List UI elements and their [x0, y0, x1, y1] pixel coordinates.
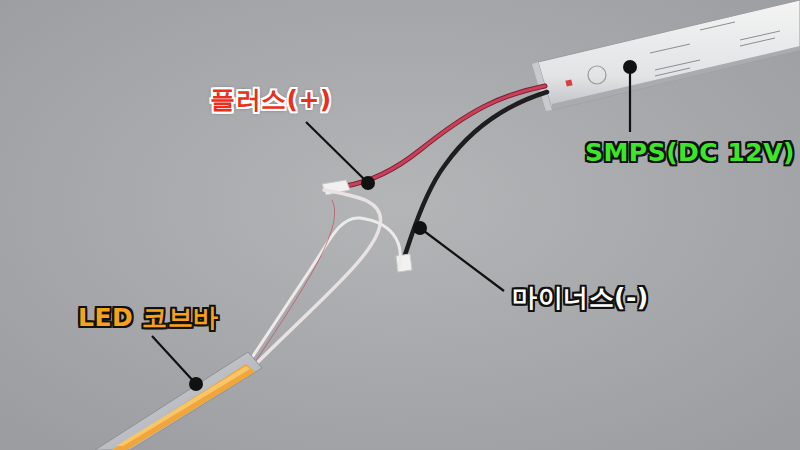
leader-dots — [189, 60, 637, 391]
part-label: LED 코브바 — [78, 304, 219, 332]
polarity-label: 플러스(+) — [210, 86, 332, 114]
led-lead-wires — [245, 190, 400, 370]
smps-unit — [532, 0, 800, 111]
led-cob-bar — [95, 352, 262, 450]
device-label: SMPS(DC 12V) — [585, 139, 795, 167]
leader-lines — [152, 67, 630, 384]
polarity-label: 마이너스(-) — [512, 284, 649, 312]
power-wires — [345, 86, 547, 258]
